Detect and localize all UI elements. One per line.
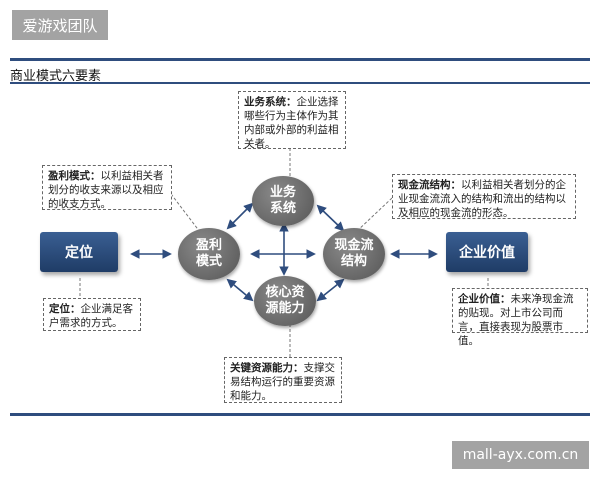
note-dingwei-text: 企业满足客户需求的方式。 [49, 303, 133, 329]
node-xianjin-line2: 结构 [340, 254, 367, 269]
watermark-bottom: mall-ayx.com.cn [452, 441, 589, 469]
node-hexin: 核心资源能力 [254, 276, 316, 326]
page-title: 商业模式六要素 [10, 69, 102, 84]
note-dingwei-title: 定位： [49, 303, 81, 315]
arrow-yewu-xianjin [316, 204, 345, 232]
node-yewu: 业务系统 [252, 176, 314, 226]
node-xianjin-line1: 现金流 [334, 238, 374, 253]
note-xianjin: 现金流结构：以利益相关者划分的企业现金流流入的结构和流出的结构以及相应的现金流的… [392, 174, 576, 219]
note-yewu-text: 企业选择哪些行为主体作为其内部或外部的利益相关者。 [244, 96, 339, 150]
note-yewu: 业务系统：企业选择哪些行为主体作为其内部或外部的利益相关者。 [238, 91, 346, 150]
arrow-hexin-xianjin [316, 278, 345, 302]
arrow-yingli-yewu [226, 202, 254, 230]
leader-yingli [167, 189, 201, 233]
bottom-rule [10, 413, 590, 416]
note-yingli-text: 以利益相关者划分的收支来源以及相应的收支方式。 [48, 170, 164, 210]
note-yewu-title: 业务系统： [244, 96, 297, 108]
node-dingwei: 定位 [40, 232, 118, 272]
note-qiye: 企业价值：未来净现金流的贴现。对上市公司而言，直接表现为股票市值。 [452, 288, 588, 347]
node-hexin-line1: 核心资 [265, 285, 305, 300]
note-hexin: 关键资源能力：支撑交易结构运行的重要资源和能力。 [224, 357, 342, 403]
note-yingli-title: 盈利模式： [48, 170, 101, 182]
note-xianjin-text: 以利益相关者划分的企业现金流流入的结构和流出的结构以及相应的现金流的形态。 [398, 179, 566, 219]
title-underline [10, 82, 590, 84]
node-qiye: 企业价值 [446, 232, 528, 272]
note-dingwei: 定位：企业满足客户需求的方式。 [43, 298, 141, 331]
node-yewu-line2: 系统 [269, 201, 296, 216]
node-yingli-line2: 模式 [195, 254, 222, 269]
watermark-top: 爱游戏团队 [12, 10, 108, 40]
leader-xianjin [355, 197, 393, 233]
note-hexin-text: 支撑交易结构运行的重要资源和能力。 [230, 362, 335, 402]
node-yewu-line1: 业务 [269, 185, 296, 200]
note-qiye-text: 未来净现金流的贴现。对上市公司而言，直接表现为股票市值。 [458, 293, 574, 347]
node-yingli-line1: 盈利 [195, 238, 222, 253]
top-rule-thick [10, 58, 590, 61]
note-xianjin-title: 现金流结构： [398, 179, 461, 191]
node-hexin-line2: 源能力 [265, 301, 305, 316]
node-yingli: 盈利模式 [178, 228, 240, 280]
note-qiye-title: 企业价值： [458, 293, 511, 305]
note-hexin-title: 关键资源能力： [230, 362, 304, 374]
note-yingli: 盈利模式：以利益相关者划分的收支来源以及相应的收支方式。 [42, 165, 172, 210]
node-xianjin: 现金流结构 [323, 228, 385, 280]
arrow-yingli-hexin [226, 278, 254, 302]
